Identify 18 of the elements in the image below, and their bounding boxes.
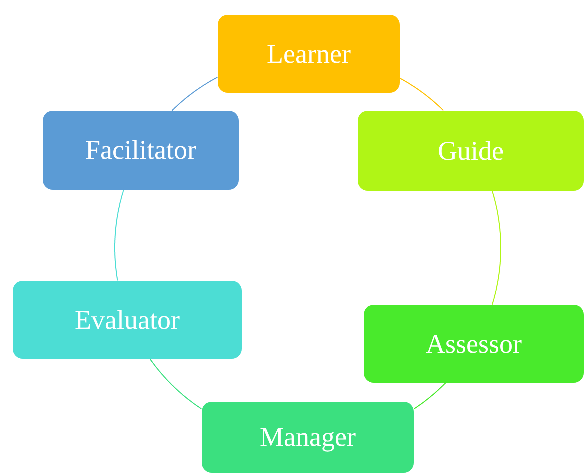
connector-arc: [400, 78, 444, 112]
connector-arc: [492, 190, 502, 306]
role-box: [43, 111, 239, 190]
connector-arc: [114, 190, 124, 282]
connector-arc: [172, 77, 218, 112]
role-label: Manager: [260, 424, 356, 451]
connector-arc: [150, 358, 202, 410]
role-box: [364, 305, 584, 383]
role-label: Facilitator: [86, 137, 196, 164]
role-box: [218, 15, 400, 93]
role-label: Assessor: [426, 330, 522, 358]
role-label: Learner: [267, 40, 351, 68]
role-box: [13, 281, 242, 359]
role-label: Evaluator: [75, 306, 180, 334]
role-box: [358, 111, 584, 191]
role-label: Guide: [438, 138, 504, 164]
connector-arc: [414, 382, 446, 410]
role-box: [202, 402, 414, 473]
